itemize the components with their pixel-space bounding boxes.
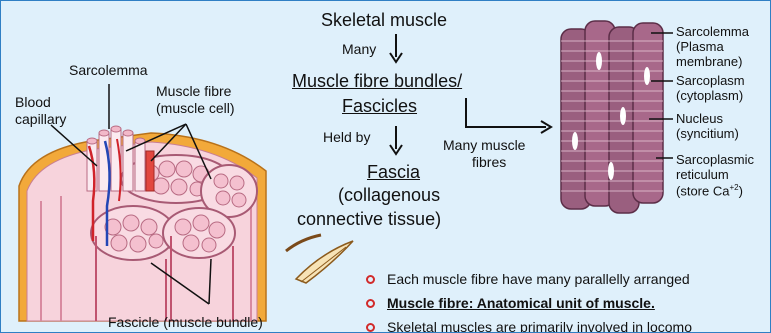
connective-tissue-label: connective tissue) — [297, 209, 441, 230]
sarcolemma-label: Sarcolemma — [69, 62, 148, 78]
fascia-label: Fascia — [367, 162, 420, 183]
blood-label: Blood — [15, 94, 51, 110]
syncitium-label: (syncitium) — [676, 127, 739, 142]
nucleus-label: Nucleus — [676, 112, 723, 127]
bullet-icon — [366, 323, 375, 332]
sarcolemma-right-label: Sarcolemma — [676, 25, 749, 40]
many-muscle-label: Many muscle — [443, 137, 525, 153]
reticulum-label: reticulum — [676, 168, 729, 183]
fascicle-lower-right — [163, 208, 235, 258]
flow-arrow-right — [466, 98, 551, 133]
muscle-fibre-bundle-illustration — [561, 21, 663, 213]
flow-arrow-down-1 — [390, 34, 402, 62]
fascicles-label: Fascicles — [342, 96, 417, 117]
note-item: Muscle fibre: Anatomical unit of muscle. — [366, 295, 655, 311]
fibres-label: fibres — [472, 154, 506, 170]
sarcoplasmic-label: Sarcoplasmic — [676, 153, 754, 168]
note-item: Each muscle fibre have many parallelly a… — [366, 271, 690, 287]
bundles-label: Muscle fibre bundles/ — [292, 71, 462, 92]
plasma-label: (Plasma — [676, 40, 724, 55]
held-by-label: Held by — [323, 129, 370, 145]
note-text: Each muscle fibre have many parallelly a… — [387, 271, 690, 287]
flow-arrow-down-2 — [390, 126, 402, 154]
collagenous-label: (collagenous — [338, 185, 440, 206]
muscle-fibre-label: Muscle fibre — [156, 83, 231, 99]
fascicle-label: Fascicle (muscle bundle) — [108, 314, 263, 330]
skeletal-muscle-label: Skeletal muscle — [321, 10, 447, 31]
note-item: Skeletal muscles are primarily involved … — [366, 319, 692, 333]
sarcoplasm-label: Sarcoplasm — [676, 74, 745, 89]
many-label: Many — [342, 41, 376, 57]
membrane-label: membrane) — [676, 55, 742, 70]
store-calcium-label: (store Ca+2) — [676, 184, 743, 199]
note-text: Muscle fibre: Anatomical unit of muscle. — [387, 295, 655, 311]
muscle-cell-label: (muscle cell) — [156, 100, 235, 116]
bullet-icon — [366, 299, 375, 308]
cytoplasm-label: (cytoplasm) — [676, 89, 743, 104]
quill-pen-icon — [286, 235, 353, 283]
capillary-label: capillary — [15, 111, 66, 127]
note-text: Skeletal muscles are primarily involved … — [387, 319, 692, 333]
bullet-icon — [366, 275, 375, 284]
